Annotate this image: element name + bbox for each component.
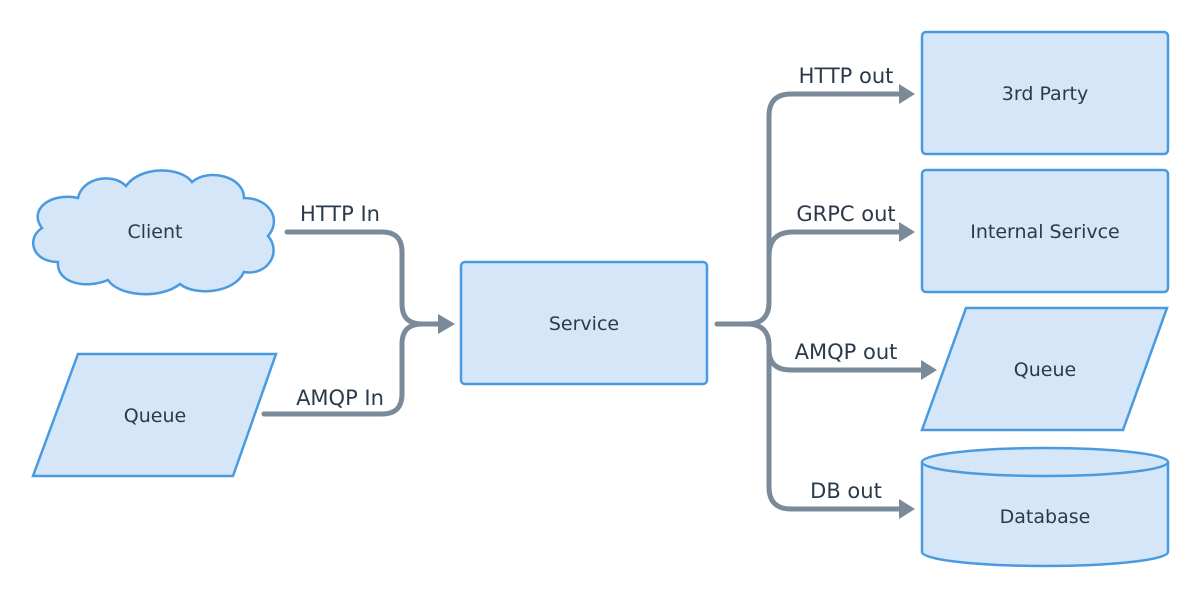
label-amqp-out: AMQP out (795, 340, 898, 364)
arrow-to-database (899, 499, 915, 519)
edge-amqp-in (261, 321, 425, 417)
internal-service-label: Internal Serivce (970, 221, 1120, 243)
queue-in-label: Queue (124, 405, 186, 427)
parallelogram-shape (920, 306, 1169, 432)
node-service[interactable]: Service (459, 260, 709, 386)
queue-out-label: Queue (1014, 359, 1076, 381)
node-client[interactable]: Client (32, 169, 276, 296)
service-label: Service (549, 313, 619, 335)
database-label: Database (1000, 506, 1091, 528)
label-http-in: HTTP In (300, 202, 380, 226)
node-database[interactable]: Database (920, 446, 1170, 568)
arrow-to-internal-service (899, 222, 915, 242)
cylinder-top (920, 446, 1170, 478)
edge-labels: HTTP In AMQP In HTTP out GRPC out AMQP o… (296, 64, 897, 503)
arrow-to-service (438, 314, 455, 334)
node-queue-out[interactable]: Queue (920, 306, 1169, 432)
edge-http-in (284, 229, 443, 327)
arrow-to-third-party (899, 84, 915, 104)
label-grpc-out: GRPC out (796, 202, 895, 226)
label-amqp-in: AMQP In (296, 386, 384, 410)
node-third-party[interactable]: 3rd Party (920, 30, 1170, 156)
arrow-to-queue-out (921, 360, 937, 380)
cylinder-body (920, 462, 1170, 568)
service-box (459, 260, 709, 386)
internal-service-box (920, 168, 1170, 294)
node-internal-service[interactable]: Internal Serivce (920, 168, 1170, 294)
label-db-out: DB out (810, 479, 882, 503)
third-party-box (920, 30, 1170, 156)
edge-db-out (766, 343, 903, 512)
edge-grpc-out (766, 229, 903, 259)
label-http-out: HTTP out (799, 64, 894, 88)
cloud-shape (32, 169, 276, 296)
third-party-label: 3rd Party (1002, 83, 1088, 105)
edges (261, 84, 937, 519)
client-label: Client (127, 221, 182, 243)
node-queue-in[interactable]: Queue (31, 352, 278, 478)
parallelogram-shape (31, 352, 278, 478)
